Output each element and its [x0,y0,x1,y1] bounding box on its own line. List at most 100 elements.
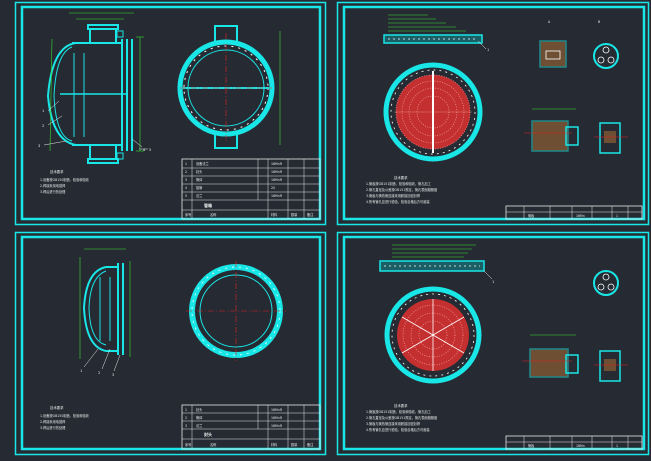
svg-text:16MnR: 16MnR [271,424,283,428]
sheet-4-notes: 技术要求 1.管板按GB151制造、检验和验收，管孔加工 2.管孔直径及公差按G… [366,403,438,432]
detail-view-d [594,350,628,382]
sheet-4-canvas: 1 技术要求 1.管板按GB151制造、检验和验收，管孔加工 2.管孔直径及公差… [336,231,650,456]
svg-text:16MnR: 16MnR [271,416,283,420]
sheet-3-notes: 技术要求 1.设备按GB150制造、检验和验收 2.焊接采用电弧焊 3.焊后进行… [40,405,90,430]
svg-text:技术要求: 技术要求 [50,169,64,174]
svg-text:筒体: 筒体 [196,415,203,420]
svg-text:封头: 封头 [204,431,212,437]
svg-text:序号: 序号 [185,212,191,217]
svg-text:3: 3 [185,178,187,182]
callout-3: 3 [112,373,114,377]
svg-text:16Mn: 16Mn [576,214,585,218]
svg-text:2.焊接采用电弧焊: 2.焊接采用电弧焊 [40,419,66,424]
svg-text:4: 4 [185,186,187,190]
svg-text:4.所有管孔应进行检验，检验合格后方可组装: 4.所有管孔应进行检验，检验合格后方可组装 [366,427,430,432]
outer-frame [14,1,327,226]
svg-text:1.设备按GB150制造、检验和验收: 1.设备按GB150制造、检验和验收 [40,177,90,182]
svg-text:A: A [548,20,551,24]
svg-text:名称: 名称 [210,212,217,217]
svg-text:2.焊接采用电弧焊: 2.焊接采用电弧焊 [40,183,66,188]
svg-text:名称: 名称 [210,442,217,447]
svg-text:管箱: 管箱 [204,202,212,208]
tube-sheet-drawing [383,62,483,162]
svg-text:1: 1 [616,444,618,448]
callout-1: 1 [42,109,44,113]
svg-text:1: 1 [616,214,618,218]
svg-text:备注: 备注 [307,212,314,217]
tube-plate-section: 1 [383,14,489,52]
svg-text:16Mn: 16Mn [576,444,585,448]
inner-frame [342,5,646,221]
svg-text:设备法兰: 设备法兰 [196,161,209,166]
sheet-1-canvas: 1 2 3 4 5 技术要求 1.设备按GB150制造、检验和验收 2.焊接采用… [14,1,327,226]
inner-frame [342,235,646,451]
tube-plate-section: 1 [379,244,494,284]
front-view-callouts [43,100,148,150]
svg-text:技术要求: 技术要求 [394,175,408,180]
sheet-2-notes: 技术要求 1.管板按GB151制造、检验和验收，管孔加工 2.管孔直径及公差按G… [366,175,438,204]
svg-text:筒体: 筒体 [196,177,203,182]
svg-text:1.管板按GB151制造、检验和验收，管孔加工: 1.管板按GB151制造、检验和验收，管孔加工 [366,181,432,186]
front-view-drawing [46,24,133,164]
outer-frame [336,1,650,226]
sheet-2-title-block-text: 管板 16Mn 1 [528,213,618,218]
callout-plate-1: 1 [487,48,489,52]
callout-1: 1 [80,369,82,373]
callout-5: 5 [149,148,151,152]
outer-frame [336,231,650,456]
detail-view-a: A [539,20,567,68]
sheet-4-title-block-text: 管板 16Mn 1 [528,443,618,448]
svg-text:2.管孔直径及公差按GB151规定，管孔表面粗糙度: 2.管孔直径及公差按GB151规定，管孔表面粗糙度 [366,415,438,420]
callout-4: 4 [143,148,146,152]
svg-text:材料: 材料 [271,442,278,447]
sheet-3-canvas: 1 2 3 技术要求 1.设备按GB150制造、检验和验收 2.焊接采用电弧焊 … [14,231,327,456]
detail-view-c [522,334,579,378]
svg-text:序号: 序号 [185,442,191,447]
side-view-drawing [177,25,281,149]
head-dimensions [79,248,131,359]
drawing-sheet-3[interactable]: 1 2 3 技术要求 1.设备按GB150制造、检验和验收 2.焊接采用电弧焊 … [14,231,327,456]
svg-text:法兰: 法兰 [196,423,202,428]
sheet-4-title-block [505,435,643,450]
callout-2: 2 [42,124,44,128]
sheet-2-title-block [505,205,643,220]
svg-text:技术要求: 技术要求 [50,405,64,410]
sheet-2-canvas: 1 A B 技术要求 1.管板按GB151制造、检验 [336,1,650,226]
front-view-dimensions [49,12,144,152]
sheet-1-notes: 技术要求 1.设备按GB150制造、检验和验收 2.焊接采用电弧焊 3.焊后进行… [40,169,90,194]
svg-text:封头: 封头 [196,407,203,412]
svg-text:技术要求: 技术要求 [394,403,408,408]
svg-text:2.管孔直径及公差按GB151规定，管孔表面粗糙度: 2.管孔直径及公差按GB151规定，管孔表面粗糙度 [366,187,438,192]
drawing-sheet-1[interactable]: 1 2 3 4 5 技术要求 1.设备按GB150制造、检验和验收 2.焊接采用… [14,1,327,226]
svg-text:接管: 接管 [196,185,202,190]
svg-text:2: 2 [185,416,187,420]
inner-frame [20,5,322,221]
callout-2: 2 [98,371,100,375]
svg-text:1: 1 [185,162,187,166]
detail-view-d [594,122,628,154]
callout-plate-1: 1 [492,280,494,284]
svg-text:1.设备按GB150制造、检验和验收: 1.设备按GB150制造、检验和验收 [40,413,90,418]
svg-text:数量: 数量 [291,442,298,447]
sheet-1-title-block [181,158,321,220]
head-callouts [83,348,121,372]
drawing-sheet-2[interactable]: 1 A B 技术要求 1.管板按GB151制造、检验 [336,1,650,226]
inner-frame [20,235,322,451]
svg-text:16MnR: 16MnR [271,170,283,174]
svg-text:5: 5 [185,194,187,198]
svg-text:材料: 材料 [271,212,278,217]
detail-view-b [593,270,619,296]
svg-text:B: B [598,20,600,24]
svg-text:数量: 数量 [291,212,298,217]
drawing-sheet-4[interactable]: 1 技术要求 1.管板按GB151制造、检验和验收，管孔加工 2.管孔直径及公差… [336,231,650,456]
svg-text:4.所有管孔应进行检验，检验合格后方可组装: 4.所有管孔应进行检验，检验合格后方可组装 [366,199,430,204]
svg-text:1.管板按GB151制造、检验和验收，管孔加工: 1.管板按GB151制造、检验和验收，管孔加工 [366,409,432,414]
svg-text:16MnR: 16MnR [271,162,283,166]
svg-text:16MnR: 16MnR [271,194,283,198]
svg-text:1: 1 [185,408,187,412]
svg-text:3.焊后进行热处理: 3.焊后进行热处理 [40,189,66,194]
callout-3: 3 [38,144,40,148]
svg-text:2: 2 [185,170,187,174]
